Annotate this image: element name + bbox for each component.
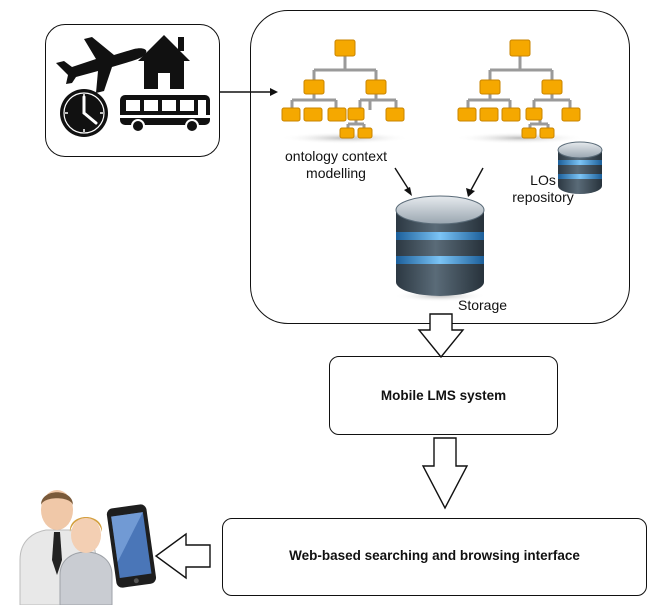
context-icons bbox=[56, 35, 210, 137]
clock-icon bbox=[60, 89, 108, 137]
storage-database-icon bbox=[394, 195, 486, 302]
ontology-hierarchy-icon bbox=[280, 39, 410, 144]
storage-label: Storage bbox=[458, 297, 508, 313]
ontology-label: ontology context modelling bbox=[285, 148, 387, 181]
context-to-ontology-arrow bbox=[220, 88, 278, 96]
storage-to-lms-arrow bbox=[417, 313, 465, 359]
web-to-users-arrow bbox=[154, 532, 211, 580]
users-with-phone-icon bbox=[19, 490, 157, 605]
mobile-lms-label: Mobile LMS system bbox=[380, 388, 507, 403]
house-icon bbox=[138, 35, 190, 89]
web-interface-label: Web-based searching and browsing interfa… bbox=[289, 548, 580, 563]
los-hierarchy-icon bbox=[455, 39, 585, 144]
airplane-icon bbox=[56, 37, 147, 93]
context-box bbox=[45, 24, 220, 157]
lms-to-web-arrow bbox=[421, 437, 469, 510]
web-interface-box: Web-based searching and browsing interfa… bbox=[222, 518, 647, 596]
los-database-icon bbox=[557, 141, 603, 194]
los-to-storage-arrow bbox=[466, 167, 484, 197]
bus-icon bbox=[120, 95, 210, 133]
ontology-to-storage-arrow bbox=[394, 167, 412, 196]
los-repository-label: LOs repository bbox=[512, 172, 574, 205]
mobile-lms-box: Mobile LMS system bbox=[329, 356, 558, 435]
